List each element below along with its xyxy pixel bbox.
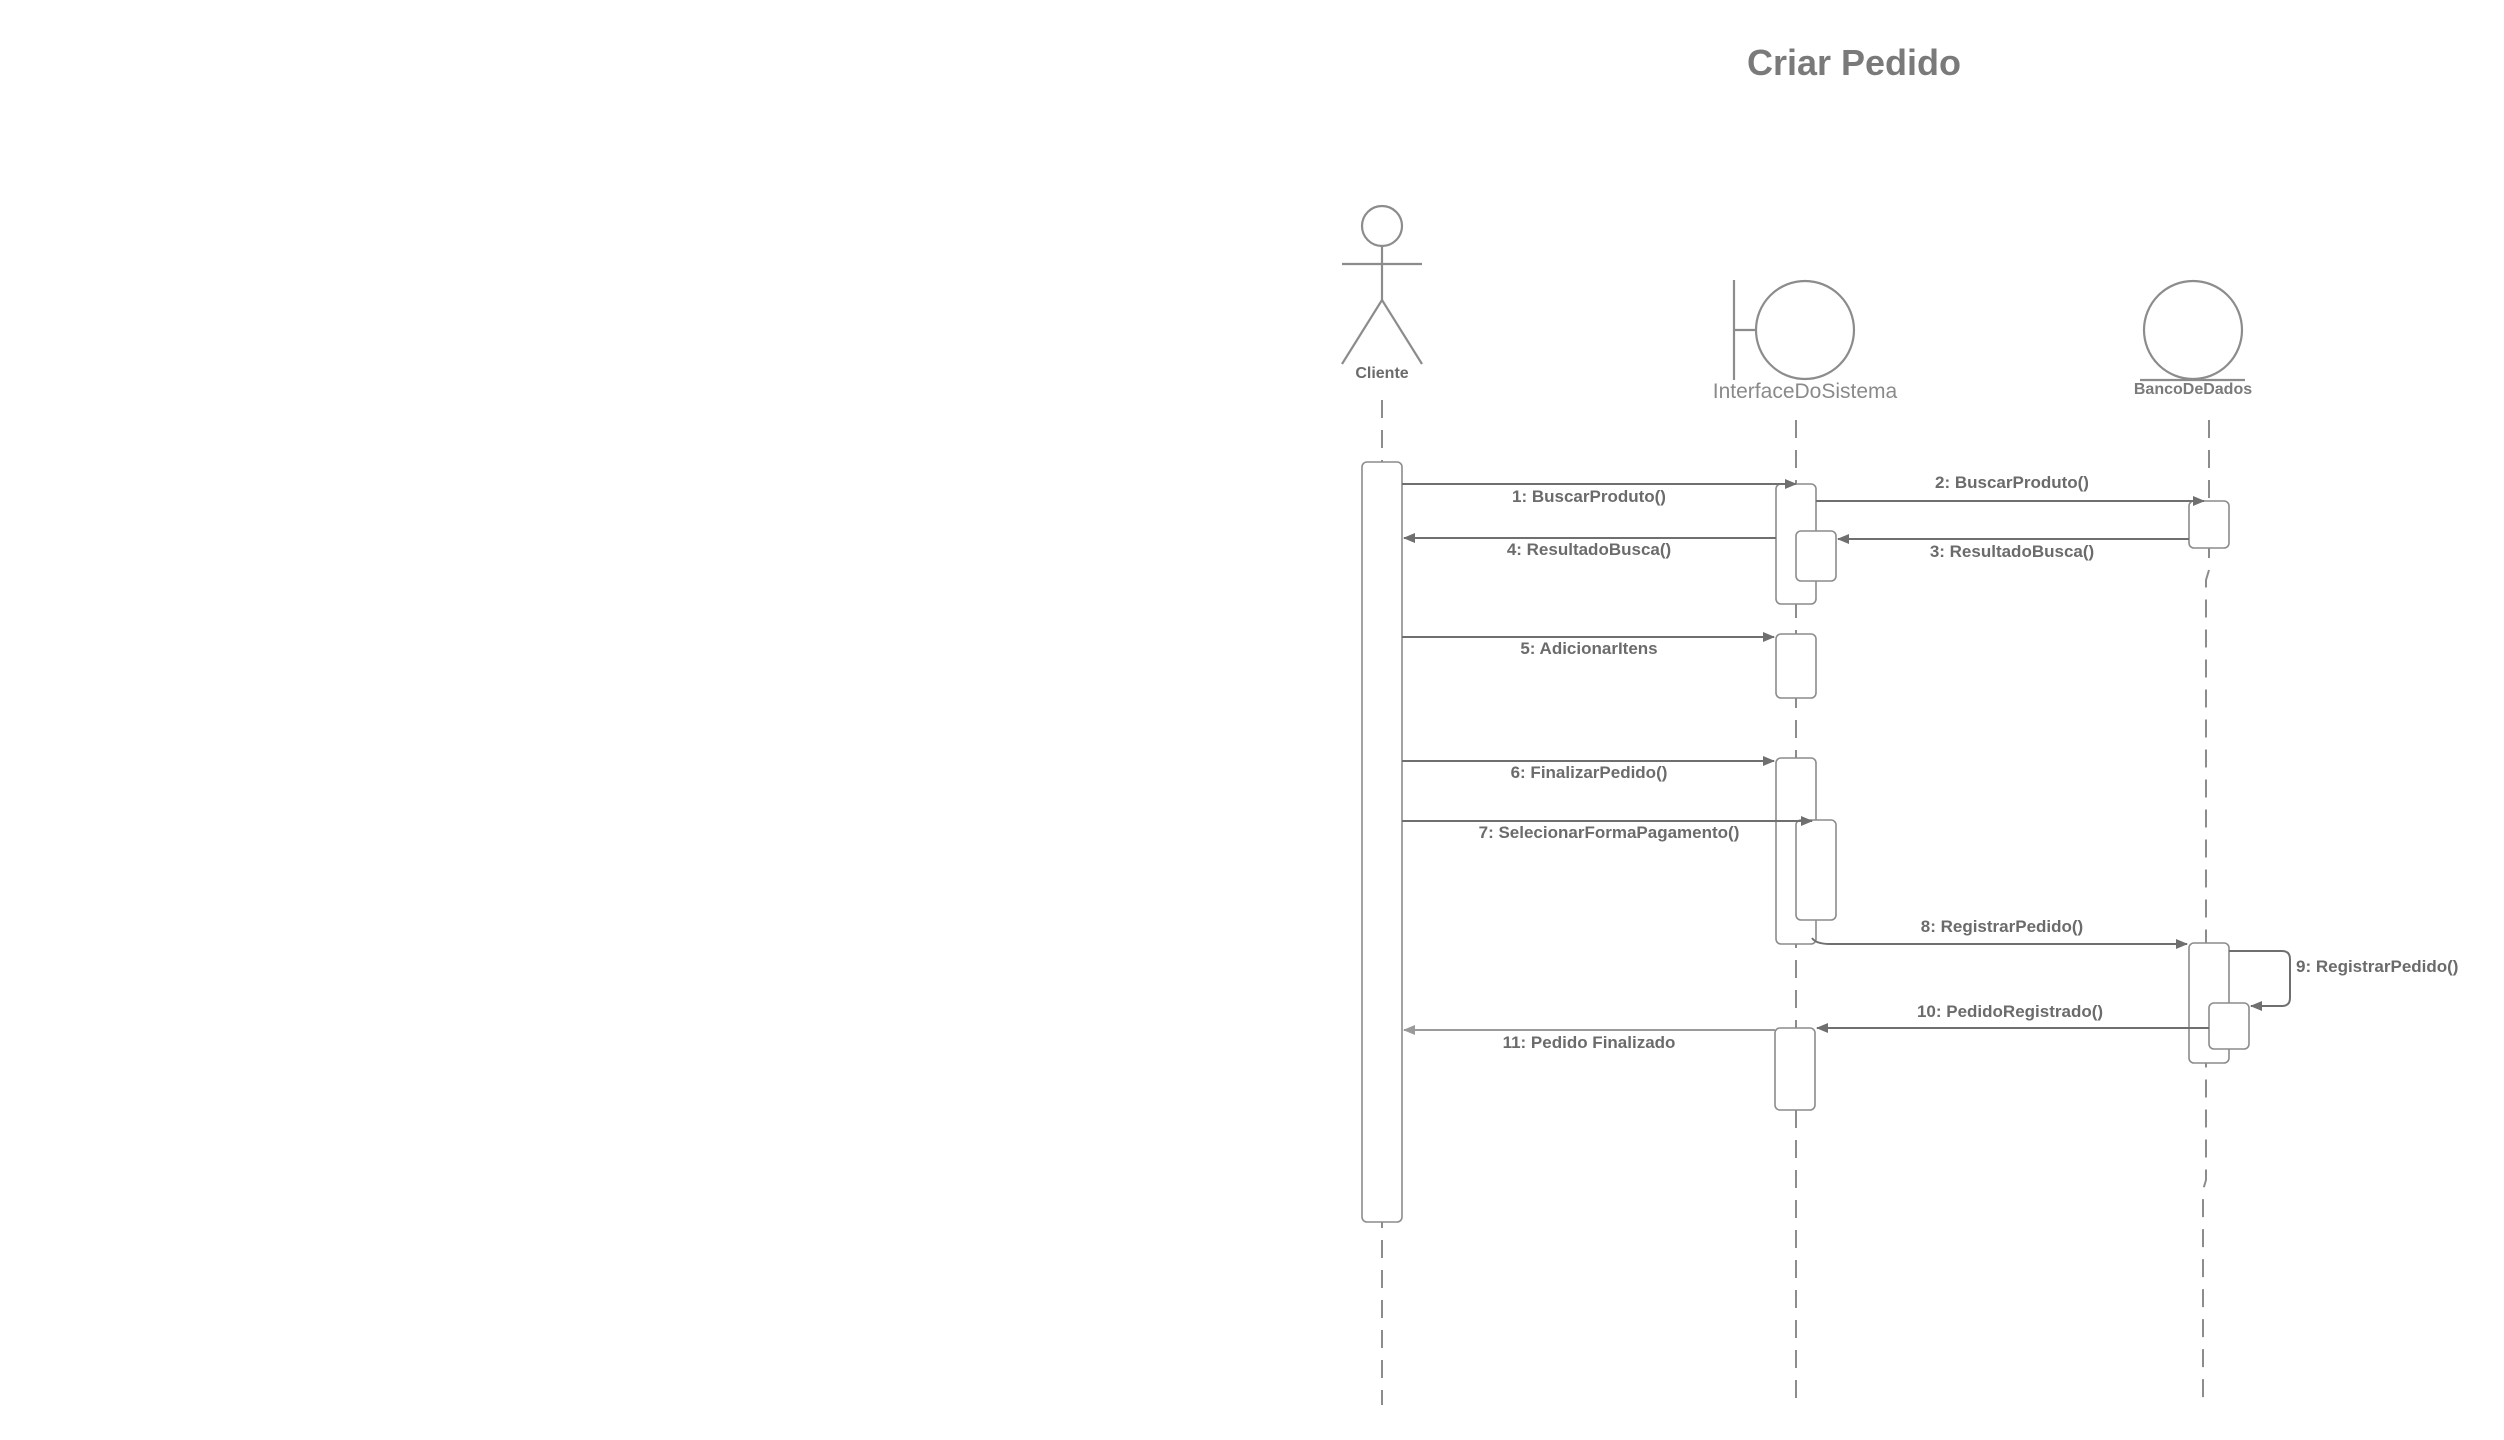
lifeline-banco	[2202, 420, 2210, 1405]
activation-interface-nested	[1795, 819, 1837, 921]
activation-interface	[1774, 1027, 1816, 1111]
message-label: 8: RegistrarPedido()	[1921, 917, 2083, 936]
message-label: 9: RegistrarPedido()	[2296, 957, 2458, 976]
activation-banco-nested	[2208, 1002, 2250, 1050]
activation-banco	[2188, 500, 2230, 549]
message-label: 1: BuscarProduto()	[1512, 487, 1666, 506]
message-label: 3: ResultadoBusca()	[1930, 542, 2094, 561]
participant-banco-label: BancoDeDados	[2134, 381, 2252, 398]
message-label: 2: BuscarProduto()	[1935, 473, 2089, 492]
activation-interface-nested	[1795, 530, 1837, 582]
boundary-icon	[1732, 279, 1856, 381]
participant-cliente-label: Cliente	[1355, 365, 1408, 382]
self-message-arrow	[2229, 950, 2291, 1011]
participant-interface-label: InterfaceDoSistema	[1713, 380, 1898, 403]
message-label: 6: FinalizarPedido()	[1511, 763, 1668, 782]
message-label: 10: PedidoRegistrado()	[1917, 1002, 2103, 1021]
message-label: 4: ResultadoBusca()	[1507, 540, 1671, 559]
activation-interface	[1775, 633, 1817, 699]
message-label: 7: SelecionarFormaPagamento()	[1479, 823, 1740, 842]
activation-cliente	[1361, 461, 1403, 1223]
message-label: 11: Pedido Finalizado	[1503, 1033, 1676, 1052]
entity-icon	[2140, 279, 2245, 382]
actor-icon	[1341, 204, 1423, 365]
message-arrow	[1811, 937, 2188, 949]
diagram-title: Criar Pedido	[1747, 42, 1961, 83]
message-label: 5: AdicionarItens	[1520, 639, 1657, 658]
